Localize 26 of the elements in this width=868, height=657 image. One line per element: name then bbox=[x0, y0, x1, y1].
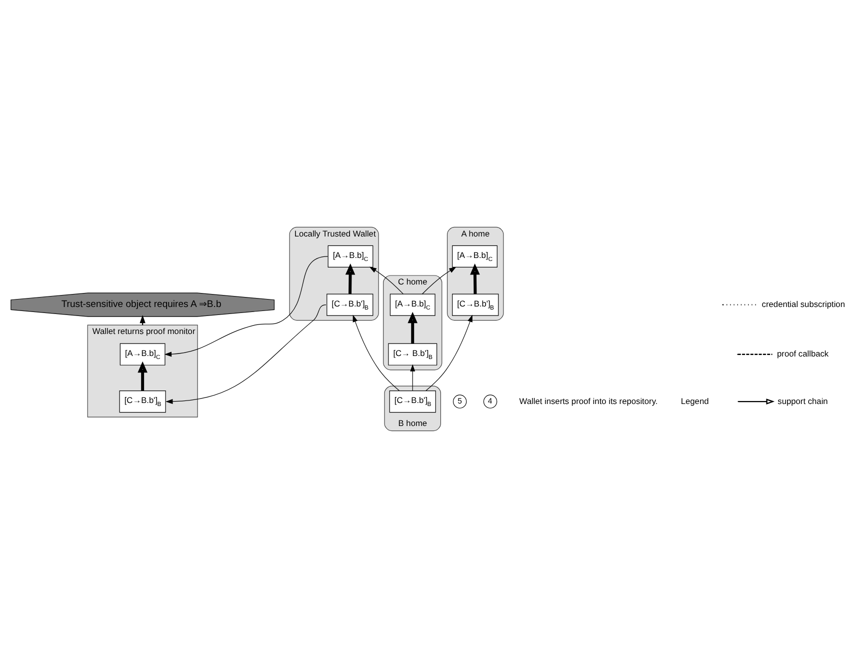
legend-label: credential subscription bbox=[762, 298, 846, 308]
arrow bbox=[422, 266, 456, 294]
arrow bbox=[164, 256, 328, 356]
label: Wallet inserts proof into its repository. bbox=[519, 395, 658, 406]
node-box: [C→B.b']$_{B}$ bbox=[326, 293, 374, 316]
arrow bbox=[140, 314, 146, 325]
node-box: [A→B.b]$_{C}$ bbox=[328, 244, 374, 267]
arrow bbox=[426, 314, 472, 391]
arrow bbox=[166, 304, 326, 404]
arrow bbox=[470, 263, 480, 294]
legend-label: support chain bbox=[778, 395, 828, 406]
legend-label: proof callback bbox=[777, 348, 829, 358]
arrow bbox=[369, 266, 404, 294]
node-box: [A→B.b]$_{C}$ bbox=[452, 244, 498, 267]
arrow bbox=[410, 364, 416, 391]
node-box: [A→B.b]$_{C}$ bbox=[390, 293, 436, 316]
node-box: [C→B.b']$_{B}$ bbox=[452, 293, 499, 316]
arrow bbox=[408, 311, 418, 343]
node-box: [C→B.b']$_{B}$ bbox=[119, 390, 166, 412]
arrow bbox=[345, 263, 356, 294]
node-box: [C→B.b']$_{B}$ bbox=[389, 390, 436, 412]
arrow bbox=[138, 360, 148, 390]
node-box: [C→ B.b']$_{B}$ bbox=[388, 342, 438, 365]
node-box: [A→B.b]$_{C}$ bbox=[120, 342, 166, 365]
label: Legend bbox=[680, 395, 709, 406]
arrow bbox=[352, 314, 400, 391]
